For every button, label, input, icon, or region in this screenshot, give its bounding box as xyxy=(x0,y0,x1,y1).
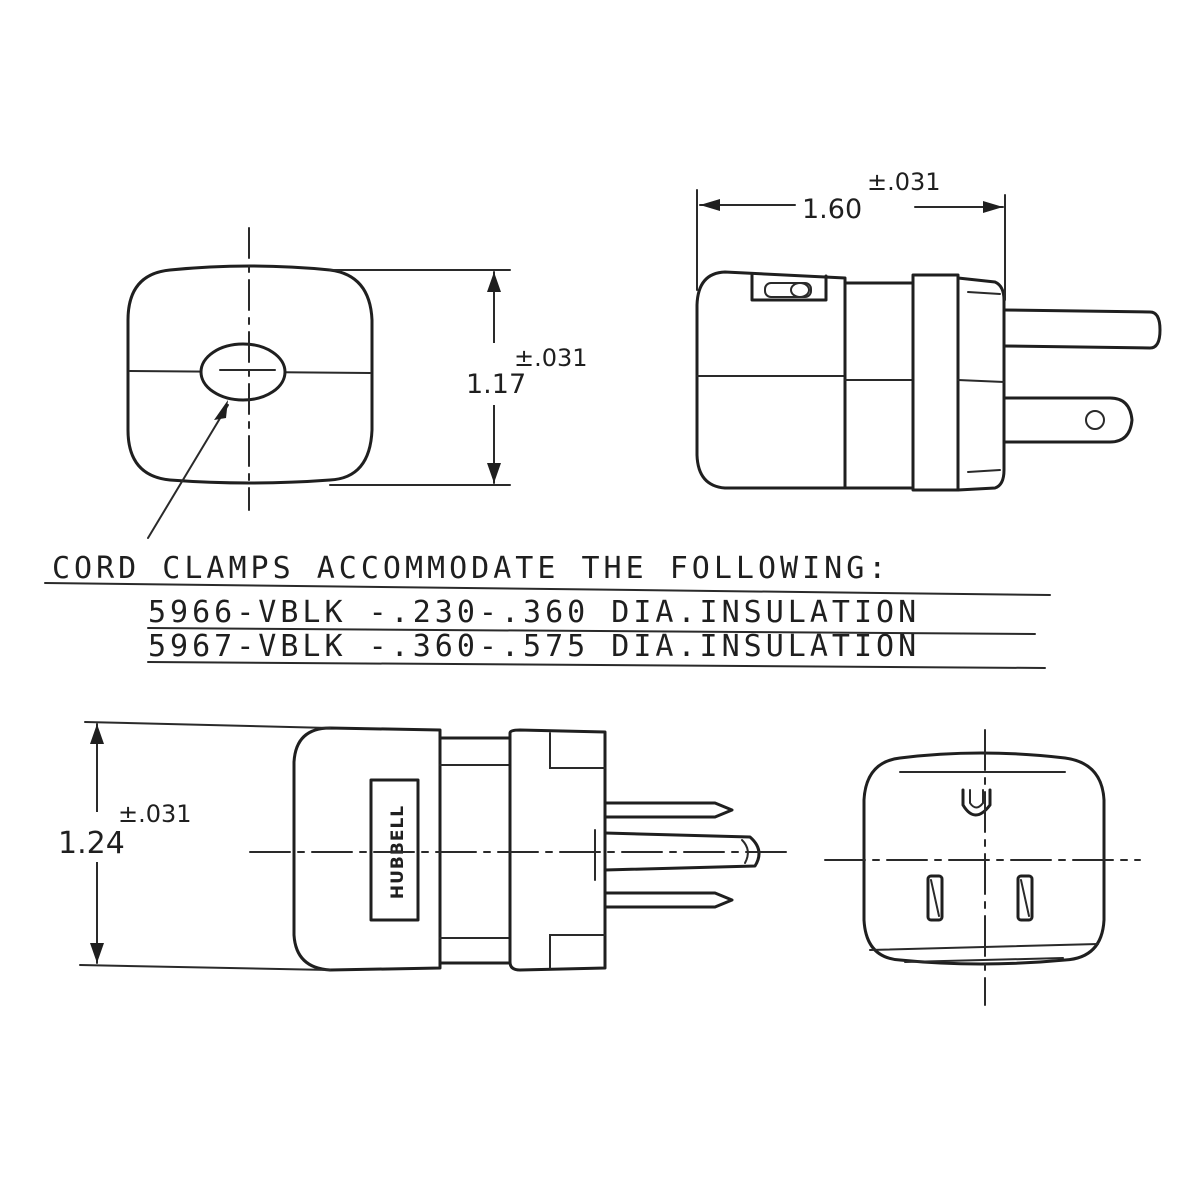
end-view-height-tolerance: ±.031 xyxy=(514,344,588,372)
side-view-length-value: 1.60 xyxy=(802,194,862,225)
plug-face-view xyxy=(824,729,1141,1006)
top-view-height-tolerance: ±.031 xyxy=(118,800,192,828)
plug-side-view: 1.60 ±.031 xyxy=(695,168,1162,492)
note-heading: CORD CLAMPS ACCOMMODATE THE FOLLOWING: xyxy=(52,551,890,586)
cord-clamp-note: CORD CLAMPS ACCOMMODATE THE FOLLOWING: 5… xyxy=(44,551,1051,669)
note-line-5966: 5966-VBLK -.230-.360 DIA.INSULATION xyxy=(148,595,920,630)
top-view-height-value: 1.24 xyxy=(58,826,125,861)
side-view-length-tolerance: ±.031 xyxy=(867,168,941,196)
plug-top-view: HUBBELL 1.24 ±.031 xyxy=(55,721,791,972)
cord-end-view: 1.17 ±.031 xyxy=(126,227,588,539)
end-view-height-value: 1.17 xyxy=(466,369,526,400)
note-line-5967: 5967-VBLK -.360-.575 DIA.INSULATION xyxy=(148,629,920,664)
